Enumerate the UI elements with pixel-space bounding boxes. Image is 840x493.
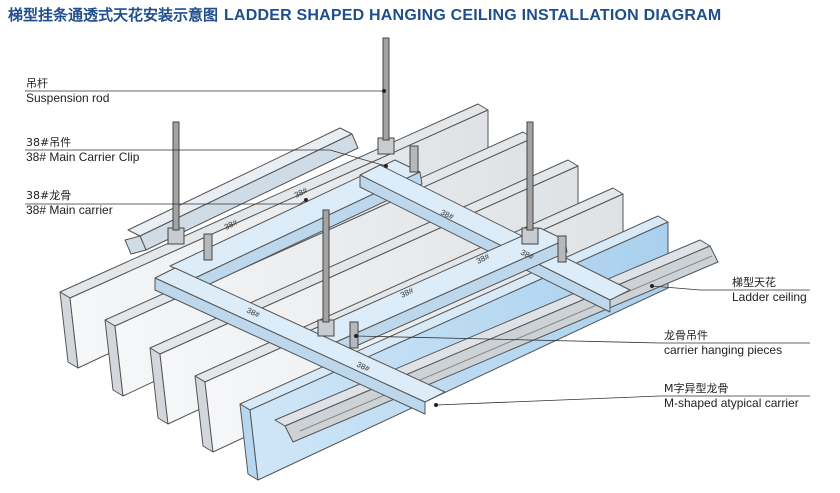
clips xyxy=(167,137,567,349)
label-m-carrier: M字异型龙骨 M-shaped atypical carrier xyxy=(664,381,799,411)
carrier-hanging-piece xyxy=(409,145,419,173)
main-carriers xyxy=(124,127,631,415)
leader-dot xyxy=(434,403,438,407)
leader-dot xyxy=(382,89,386,93)
carrier-hanging-piece xyxy=(557,235,567,263)
label-cn: 38#龙骨 xyxy=(26,189,72,202)
diagram-title: 梯型挂条通透式天花安装示意图 LADDER SHAPED HANGING CEIL… xyxy=(8,4,721,25)
cross-carrier xyxy=(154,267,446,415)
carrier-hanging-piece xyxy=(203,233,213,261)
label-main-carrier-clip: 38#吊件 38# Main Carrier Clip xyxy=(26,135,139,165)
label-en: M-shaped atypical carrier xyxy=(664,396,799,410)
label-cn: 吊杆 xyxy=(26,77,48,90)
title-chinese: 梯型挂条通透式天花安装示意图 xyxy=(8,6,219,24)
leader-m-carrier xyxy=(435,395,810,406)
suspension-rod xyxy=(526,121,534,231)
label-carrier-hanging-pieces: 龙骨吊件 carrier hanging pieces xyxy=(664,328,782,358)
carrier-hanging-piece xyxy=(349,321,359,349)
label-en: Suspension rod xyxy=(26,91,110,105)
label-main-carrier: 38#龙骨 38# Main carrier xyxy=(26,188,113,218)
suspension-rod xyxy=(322,209,330,323)
label-en: 38# Main carrier xyxy=(26,203,113,217)
leader-dot xyxy=(650,284,654,288)
label-suspension-rod: 吊杆 Suspension rod xyxy=(26,76,109,106)
label-en: Ladder ceiling xyxy=(732,290,807,304)
label-cn: 龙骨吊件 xyxy=(664,329,708,342)
title-english: LADDER SHAPED HANGING CEILING INSTALLATI… xyxy=(224,7,722,24)
label-cn: 38#吊件 xyxy=(26,136,72,149)
label-ladder-ceiling: 梯型天花 Ladder ceiling xyxy=(732,275,807,305)
suspension-rod xyxy=(382,37,390,141)
leader-dot xyxy=(304,198,308,202)
leader-dot xyxy=(384,164,388,168)
main-carrier xyxy=(124,235,147,255)
leader-main-carrier-clip xyxy=(25,149,387,167)
suspension-rod xyxy=(172,121,180,231)
label-cn: M字异型龙骨 xyxy=(664,382,729,395)
label-en: 38# Main Carrier Clip xyxy=(26,150,140,164)
leader-carrier-hanging-pieces xyxy=(355,335,810,344)
label-en: carrier hanging pieces xyxy=(664,343,783,357)
leader-dot xyxy=(354,334,358,338)
label-cn: 梯型天花 xyxy=(732,276,776,289)
leader-main-carrier xyxy=(25,199,307,205)
suspension-rods xyxy=(172,37,534,323)
leader-ladder-ceiling xyxy=(651,285,810,291)
